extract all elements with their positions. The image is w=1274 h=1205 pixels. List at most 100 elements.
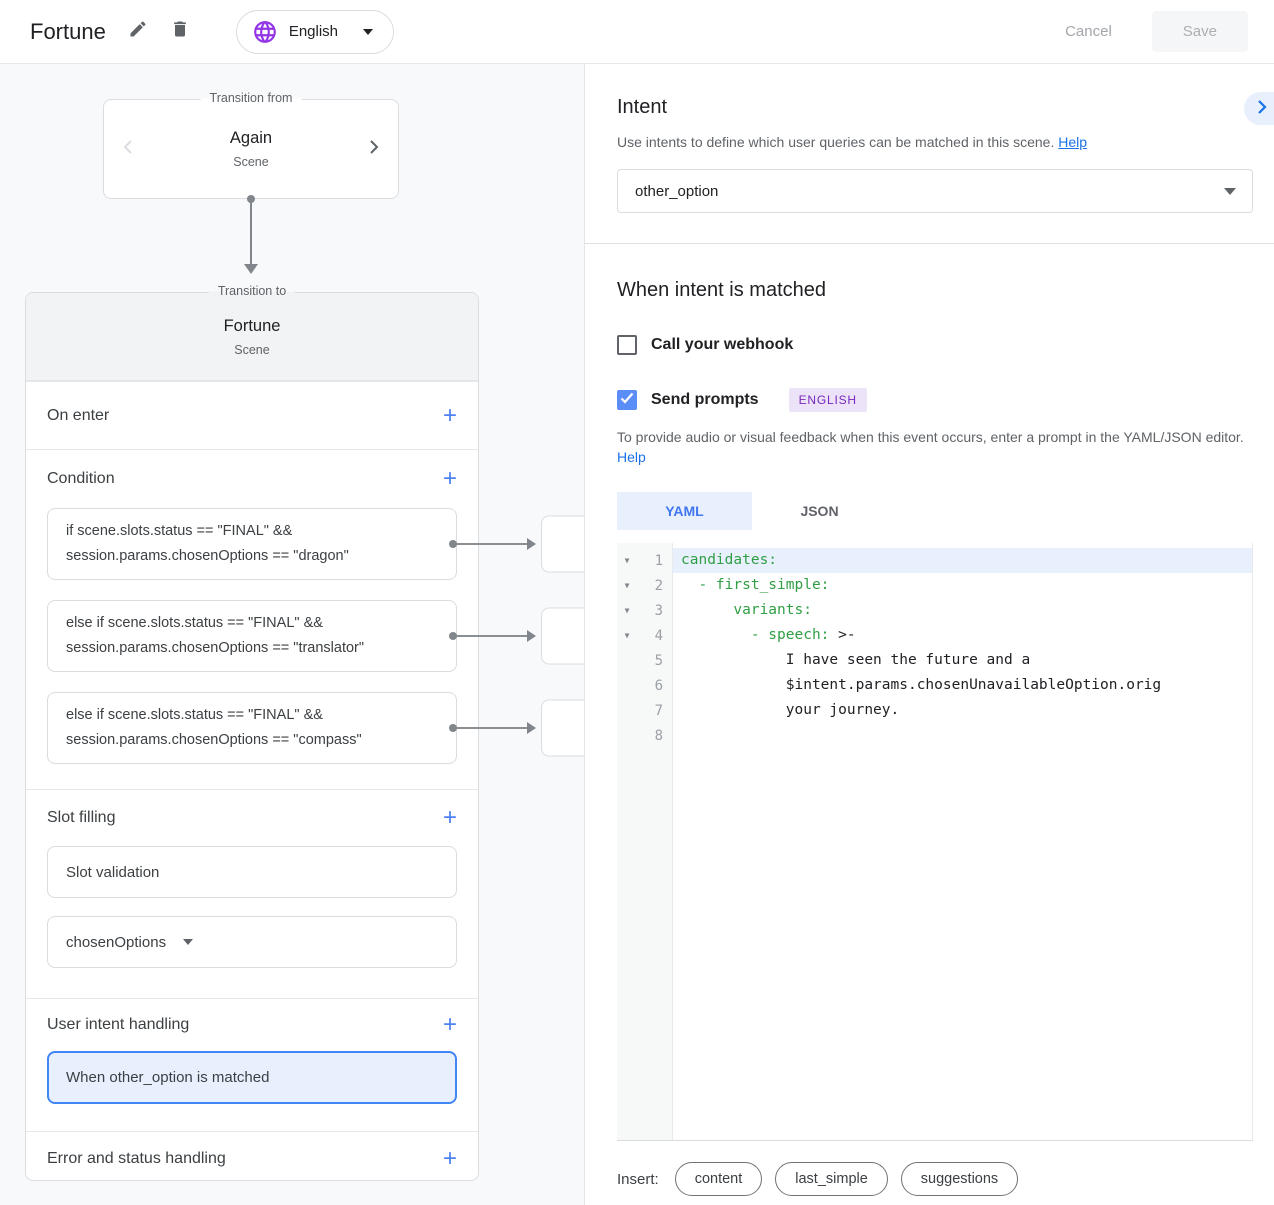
condition-section: Condition + if scene.slots.status == "FI…: [26, 449, 584, 789]
error-handling-section: Error and status handling +: [26, 1131, 478, 1186]
code-line[interactable]: $intent.params.chosenUnavailableOption.o…: [673, 673, 1252, 698]
code-line[interactable]: candidates:: [673, 548, 1252, 573]
condition-text-line: if scene.slots.status == "FINAL" &&: [66, 523, 293, 539]
condition-target-card[interactable]: [541, 699, 584, 757]
fold-arrow-icon[interactable]: ▼: [624, 606, 630, 615]
chevron-right-icon: [369, 139, 379, 160]
connector-dot: [449, 632, 457, 640]
section-divider: [585, 243, 1274, 244]
code-text: your journey.: [681, 702, 900, 718]
gutter-row: ▼1: [617, 548, 672, 573]
transition-from-label: Transition from: [200, 91, 302, 105]
connector-arrow-icon: [527, 538, 536, 550]
insert-chip-content[interactable]: content: [674, 1162, 763, 1196]
editor-code[interactable]: candidates: - first_simple: variants: - …: [673, 543, 1252, 1140]
edit-title-button[interactable]: [128, 19, 148, 44]
connector-dot: [449, 724, 457, 732]
insert-row: Insert: content last_simple suggestions: [617, 1162, 1253, 1196]
intent-dropdown[interactable]: other_option: [617, 169, 1253, 213]
line-number: 8: [654, 727, 663, 744]
condition-label: Condition: [47, 470, 115, 487]
gutter-row: 7: [617, 698, 672, 723]
line-number: 1: [654, 552, 663, 569]
code-text: $intent.params.chosenUnavailableOption.o…: [681, 677, 1162, 693]
add-slot-button[interactable]: +: [442, 804, 457, 831]
send-prompts-label: Send prompts: [651, 391, 759, 408]
language-selector[interactable]: English: [235, 9, 395, 54]
condition-target-card[interactable]: [541, 607, 584, 665]
code-line[interactable]: - speech: >-: [673, 623, 1252, 648]
code-line[interactable]: [673, 723, 1252, 748]
user-intent-label: User intent handling: [47, 1016, 190, 1033]
prompt-help-link[interactable]: Help: [617, 449, 646, 465]
from-scene-name[interactable]: Again: [229, 129, 273, 147]
line-number: 7: [654, 702, 663, 719]
insert-chip-suggestions[interactable]: suggestions: [900, 1162, 1019, 1196]
connector-line: [457, 543, 529, 545]
add-error-handler-button[interactable]: +: [442, 1145, 457, 1172]
transition-to-label: Transition to: [208, 284, 296, 298]
slot-validation-item[interactable]: Slot validation: [47, 846, 457, 898]
collapse-panel-button[interactable]: [1244, 92, 1274, 125]
fold-arrow-icon[interactable]: ▼: [624, 556, 630, 565]
delete-scene-button[interactable]: [170, 19, 190, 44]
intent-detail-panel: Intent Use intents to define which user …: [584, 64, 1274, 1205]
language-label: English: [288, 23, 339, 40]
line-number: 6: [654, 677, 663, 694]
language-badge: ENGLISH: [788, 388, 867, 412]
condition-text-line: else if scene.slots.status == "FINAL" &&: [66, 707, 323, 723]
insert-chip-last-simple[interactable]: last_simple: [775, 1162, 888, 1196]
transition-arrow-line: [250, 201, 252, 264]
on-enter-section: On enter +: [26, 381, 478, 449]
line-number: 3: [654, 602, 663, 619]
transition-to-card: Transition to Fortune Scene On enter + C…: [25, 284, 584, 1181]
intent-handler-label: When other_option is matched: [66, 1069, 270, 1086]
gutter-row: 8: [617, 723, 672, 748]
tab-yaml[interactable]: YAML: [617, 492, 752, 530]
intent-help-link[interactable]: Help: [1058, 134, 1088, 150]
fold-arrow-icon[interactable]: ▼: [624, 631, 630, 640]
condition-item[interactable]: else if scene.slots.status == "FINAL" &&…: [47, 692, 457, 764]
error-handling-label: Error and status handling: [47, 1150, 226, 1167]
gutter-row: 6: [617, 673, 672, 698]
connector-line: [457, 727, 529, 729]
intent-handler-item-selected[interactable]: When other_option is matched: [47, 1051, 457, 1104]
chevron-down-icon: [363, 28, 374, 35]
intent-description-text: Use intents to define which user queries…: [617, 134, 1055, 150]
chevron-down-icon: [183, 939, 194, 945]
code-line[interactable]: - first_simple:: [673, 573, 1252, 598]
code-line[interactable]: variants:: [673, 598, 1252, 623]
add-user-intent-button[interactable]: +: [442, 1011, 457, 1038]
condition-item[interactable]: if scene.slots.status == "FINAL" && sess…: [47, 508, 457, 580]
on-enter-label: On enter: [47, 406, 110, 424]
slot-param-item[interactable]: chosenOptions: [47, 916, 457, 968]
intent-description: Use intents to define which user queries…: [617, 134, 1253, 150]
condition-target-card[interactable]: [541, 515, 584, 573]
transition-arrow-dot: [247, 195, 255, 203]
code-text: [681, 602, 733, 618]
send-prompts-checkbox[interactable]: [617, 390, 637, 410]
connector-arrow-icon: [527, 722, 536, 734]
code-key: candidates:: [681, 552, 778, 568]
intent-dropdown-value: other_option: [635, 182, 719, 200]
fold-arrow-icon[interactable]: ▼: [624, 581, 630, 590]
condition-item[interactable]: else if scene.slots.status == "FINAL" &&…: [47, 600, 457, 672]
add-on-enter-button[interactable]: +: [442, 401, 457, 429]
add-condition-button[interactable]: +: [442, 465, 457, 492]
slot-filling-label: Slot filling: [47, 809, 116, 826]
tab-json[interactable]: JSON: [800, 503, 839, 519]
cancel-button[interactable]: Cancel: [1065, 23, 1112, 40]
webhook-checkbox[interactable]: [617, 335, 637, 355]
next-scene-button[interactable]: [350, 139, 398, 160]
trash-icon: [170, 19, 190, 44]
gutter-row: ▼3: [617, 598, 672, 623]
connector-line: [457, 635, 529, 637]
condition-row: else if scene.slots.status == "FINAL" &&…: [47, 600, 584, 672]
code-line[interactable]: your journey.: [673, 698, 1252, 723]
code-line[interactable]: I have seen the future and a: [673, 648, 1252, 673]
prev-scene-button[interactable]: [104, 139, 152, 160]
slot-filling-section: Slot filling + Slot validation chosenOpt…: [26, 789, 478, 998]
gutter-row: ▼4: [617, 623, 672, 648]
save-button[interactable]: Save: [1151, 11, 1248, 52]
